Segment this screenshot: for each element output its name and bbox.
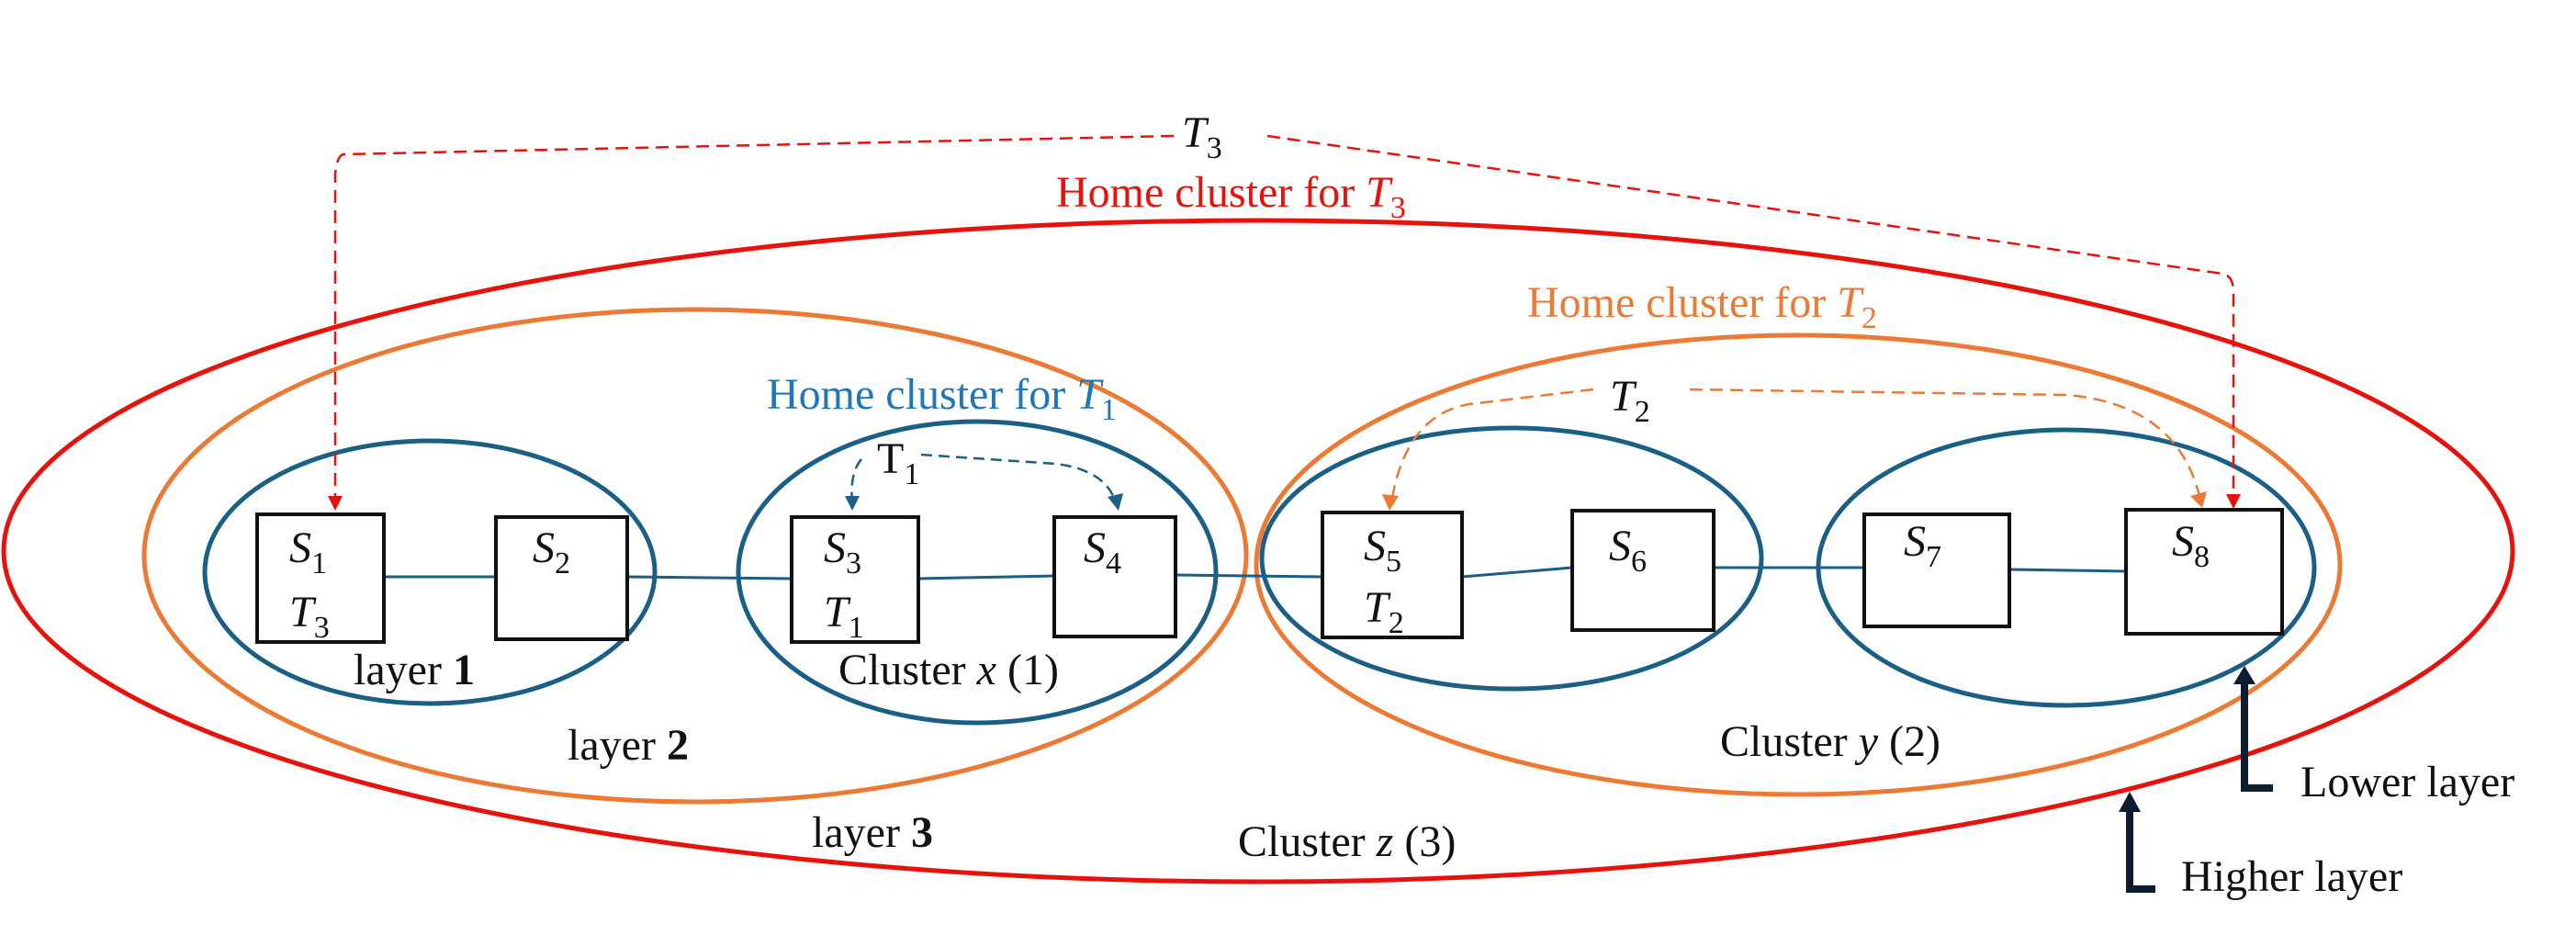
t3-arrowhead-right (2226, 494, 2241, 509)
lower-layer-legend-arrow (2233, 666, 2273, 792)
server-s2-box (494, 515, 629, 641)
t3-arrow-label: T3 (1182, 108, 1222, 165)
t1-arrow-label: T1 (877, 434, 919, 491)
server-s3-box (790, 515, 920, 644)
home-cluster-t2-ellipse (1254, 332, 2343, 797)
server-s8-box (2124, 508, 2284, 636)
cluster-z-label: Cluster z (3) (1238, 817, 1456, 866)
server-s7-box (1862, 513, 2011, 628)
server-s6-label: S6 (1609, 522, 1647, 579)
server-links (384, 566, 2127, 580)
t2-dashed-arrow (1389, 388, 1594, 504)
server-s6-box (1570, 509, 1715, 632)
server-s4-box (1052, 515, 1177, 638)
layer-1-cluster-ellipse (202, 438, 658, 706)
cluster-y-label: Cluster y (2) (1720, 717, 1940, 766)
home-cluster-t3-left-ellipse (141, 307, 1249, 805)
server-s1-task-label: T3 (289, 588, 330, 645)
server-s7-label: S7 (1904, 517, 1941, 574)
lower-layer-label: Lower layer (2300, 758, 2514, 806)
higher-layer-label: Higher layer (2181, 852, 2402, 901)
server-s4-label: S4 (1084, 524, 1121, 580)
t1-arrowhead-right (1108, 493, 1123, 511)
t3-arrowhead-left (328, 496, 343, 511)
home-cluster-t1-label: Home cluster for T1 (767, 370, 1117, 427)
t2-dashed-arrow-right (1689, 388, 2201, 497)
cluster-5-6-ellipse (1259, 425, 1764, 692)
server-s3-task-label: T1 (824, 588, 864, 645)
server-s5-box (1321, 511, 1464, 639)
home-cluster-t3-label: Home cluster for T3 (1056, 168, 1406, 225)
server-s5-label: S5 (1364, 522, 1401, 579)
t3-dashed-arrow (333, 134, 1175, 510)
server-s3-label: S3 (824, 524, 861, 580)
layer-1-label: layer 1 (354, 646, 475, 694)
layer-2-label: layer 2 (568, 721, 689, 770)
t2-arrowhead-left (1382, 494, 1399, 511)
home-cluster-t2-label: Home cluster for T2 (1527, 278, 1877, 335)
t1-dashed-arrow-right (920, 453, 1118, 504)
server-s5-task-label: T2 (1364, 583, 1404, 640)
cluster-x-ellipse (736, 419, 1219, 726)
t3-dashed-arrow-right (1266, 134, 2235, 507)
server-s1-box (255, 513, 386, 644)
cluster-z-ellipse (1, 218, 2515, 884)
server-s1-label: S1 (289, 524, 327, 580)
server-s8-label: S8 (2172, 517, 2210, 574)
higher-layer-legend-arrow (2119, 792, 2155, 893)
cluster-x-label: Cluster x (1) (838, 646, 1059, 694)
t2-arrow-label: T2 (1610, 372, 1650, 429)
layer-3-label: layer 3 (812, 808, 933, 857)
server-s2-label: S2 (533, 524, 570, 580)
t1-arrowhead-left (845, 496, 860, 511)
t2-arrowhead-right (2190, 491, 2207, 508)
